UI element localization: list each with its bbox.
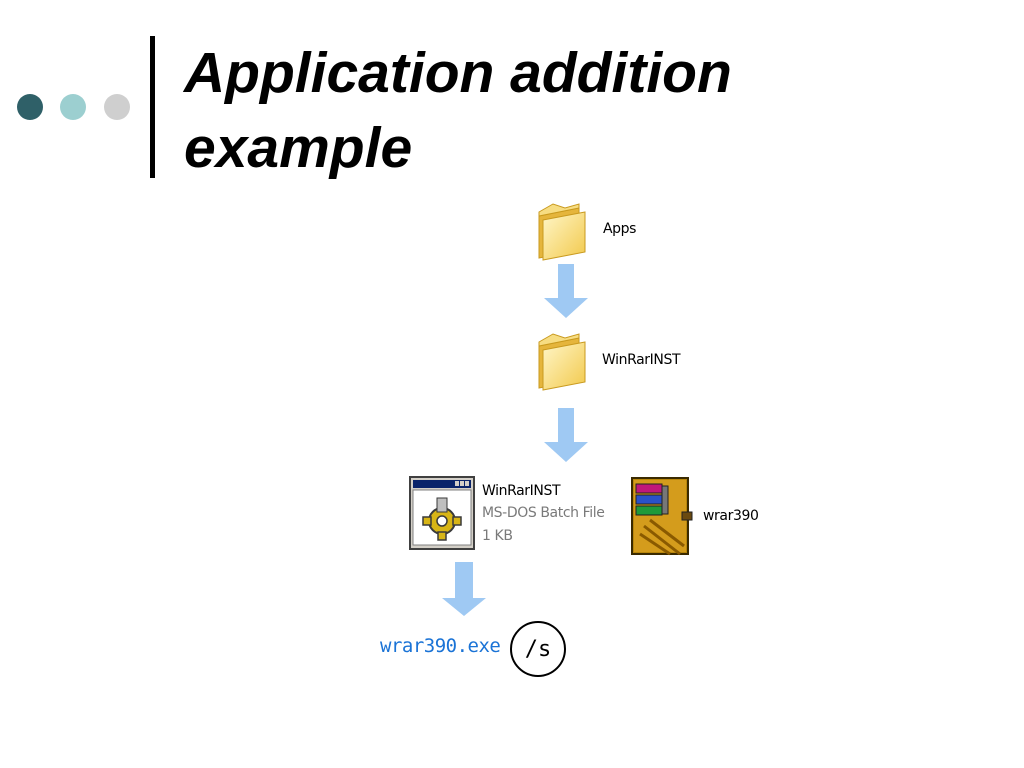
batch-file-type: MS-DOS Batch File — [482, 505, 605, 521]
title-divider — [150, 36, 155, 178]
bullet-dot-gray — [104, 94, 130, 120]
slide-title-line2: example — [184, 116, 413, 180]
down-arrow-icon — [544, 264, 588, 318]
bullet-dot-dark — [17, 94, 43, 120]
folder-label-winrarinst: WinRarINST — [602, 352, 681, 368]
folder-label-apps: Apps — [603, 221, 637, 237]
silent-switch-highlight: /s — [510, 621, 566, 677]
archive-file-name: wrar390 — [703, 508, 759, 524]
batch-file-name: WinRarINST — [482, 483, 561, 499]
command-executable: wrar390.exe — [380, 635, 501, 657]
batch-file-icon[interactable] — [409, 476, 475, 550]
command-switch: /s — [524, 636, 552, 662]
folder-icon[interactable] — [535, 200, 589, 262]
bullet-dot-teal — [60, 94, 86, 120]
folder-icon[interactable] — [535, 330, 589, 392]
slide-title-line1: Application addition — [184, 41, 732, 105]
slide-title: Application addition example — [184, 36, 732, 186]
batch-file-size: 1 KB — [482, 528, 513, 544]
down-arrow-icon — [442, 562, 486, 616]
winrar-installer-icon[interactable] — [630, 476, 694, 558]
down-arrow-icon — [544, 408, 588, 462]
